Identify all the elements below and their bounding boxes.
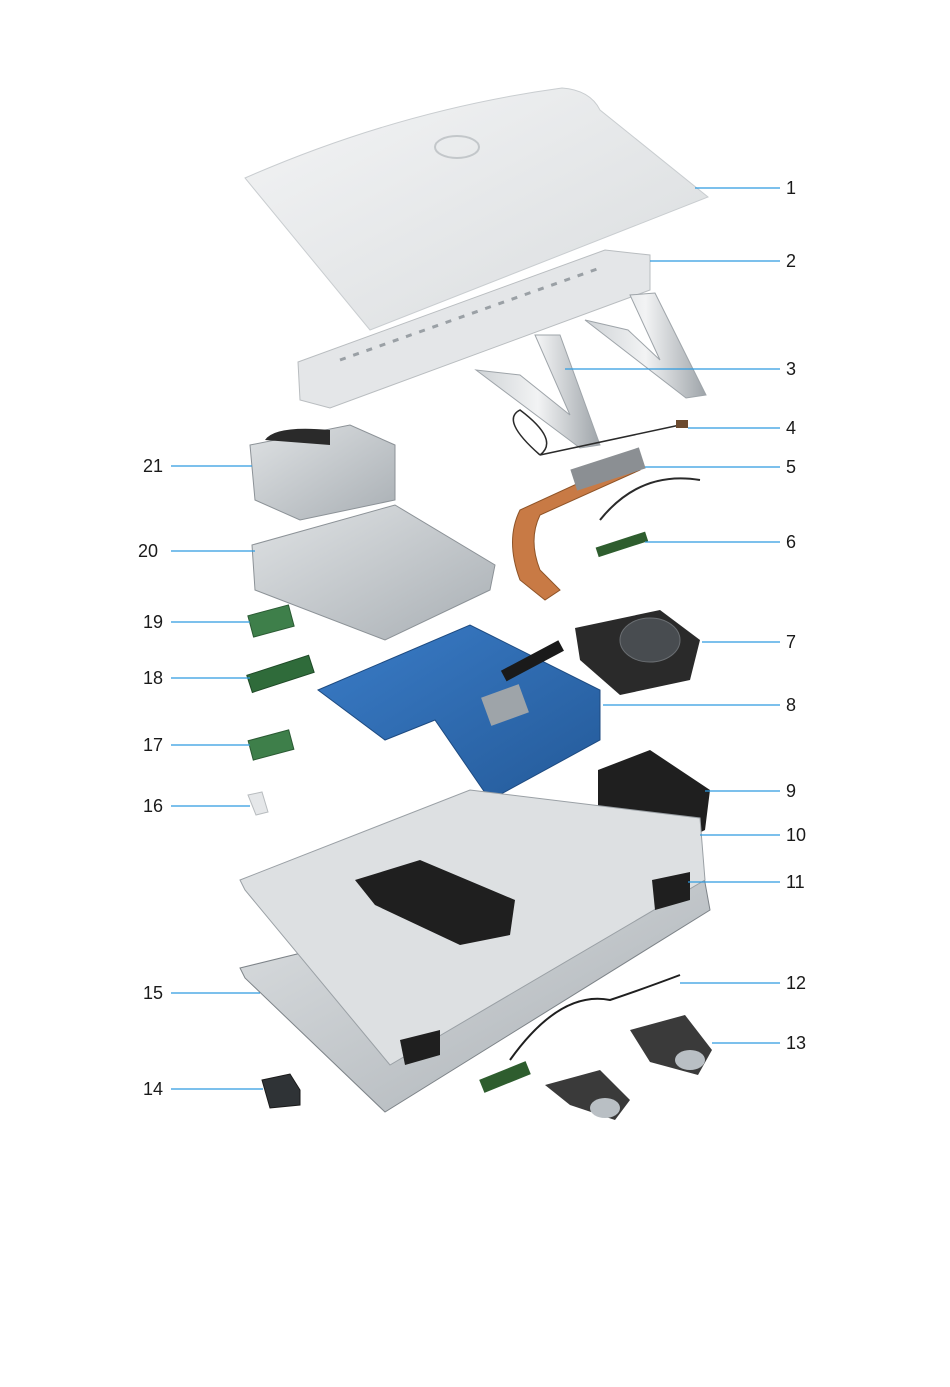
small-bracket (262, 1074, 300, 1108)
callout-10: 10 (700, 825, 806, 845)
svg-text:19: 19 (143, 612, 163, 632)
callout-18: 18 (143, 668, 250, 688)
callout-6: 6 (645, 532, 796, 552)
svg-text:3: 3 (786, 359, 796, 379)
callout-2: 2 (650, 251, 796, 271)
svg-text:5: 5 (786, 457, 796, 477)
callout-15: 15 (143, 983, 260, 1003)
memory-module (247, 655, 314, 692)
svg-text:18: 18 (143, 668, 163, 688)
callout-12: 12 (680, 973, 806, 993)
svg-text:15: 15 (143, 983, 163, 1003)
callout-20: 20 (138, 541, 255, 561)
wlan-card (248, 730, 294, 760)
callout-14: 14 (143, 1079, 263, 1099)
fan (575, 610, 700, 695)
svg-text:12: 12 (786, 973, 806, 993)
callout-13: 13 (712, 1033, 806, 1053)
callout-7: 7 (702, 632, 796, 652)
callout-9: 9 (705, 781, 796, 801)
drive-bracket (250, 425, 395, 520)
small-clip (248, 792, 268, 815)
svg-text:8: 8 (786, 695, 796, 715)
board-cable (596, 478, 700, 557)
svg-text:21: 21 (143, 456, 163, 476)
svg-text:4: 4 (786, 418, 796, 438)
svg-text:7: 7 (786, 632, 796, 652)
hinges (545, 1015, 712, 1120)
svg-text:10: 10 (786, 825, 806, 845)
svg-text:9: 9 (786, 781, 796, 801)
heat-sink (513, 447, 646, 600)
svg-text:2: 2 (786, 251, 796, 271)
svg-text:13: 13 (786, 1033, 806, 1053)
callout-1: 1 (695, 178, 796, 198)
callout-17: 17 (143, 735, 250, 755)
callout-4: 4 (688, 418, 796, 438)
svg-text:11: 11 (786, 872, 805, 892)
ssd-card (248, 605, 294, 637)
svg-text:17: 17 (143, 735, 163, 755)
system-board (318, 625, 600, 800)
svg-text:14: 14 (143, 1079, 163, 1099)
callout-8: 8 (603, 695, 796, 715)
svg-text:1: 1 (786, 178, 796, 198)
callout-5: 5 (645, 457, 796, 477)
callout-21: 21 (143, 456, 252, 476)
svg-text:6: 6 (786, 532, 796, 552)
callout-19: 19 (143, 612, 250, 632)
svg-text:16: 16 (143, 796, 163, 816)
callout-16: 16 (143, 796, 250, 816)
svg-text:20: 20 (138, 541, 158, 561)
